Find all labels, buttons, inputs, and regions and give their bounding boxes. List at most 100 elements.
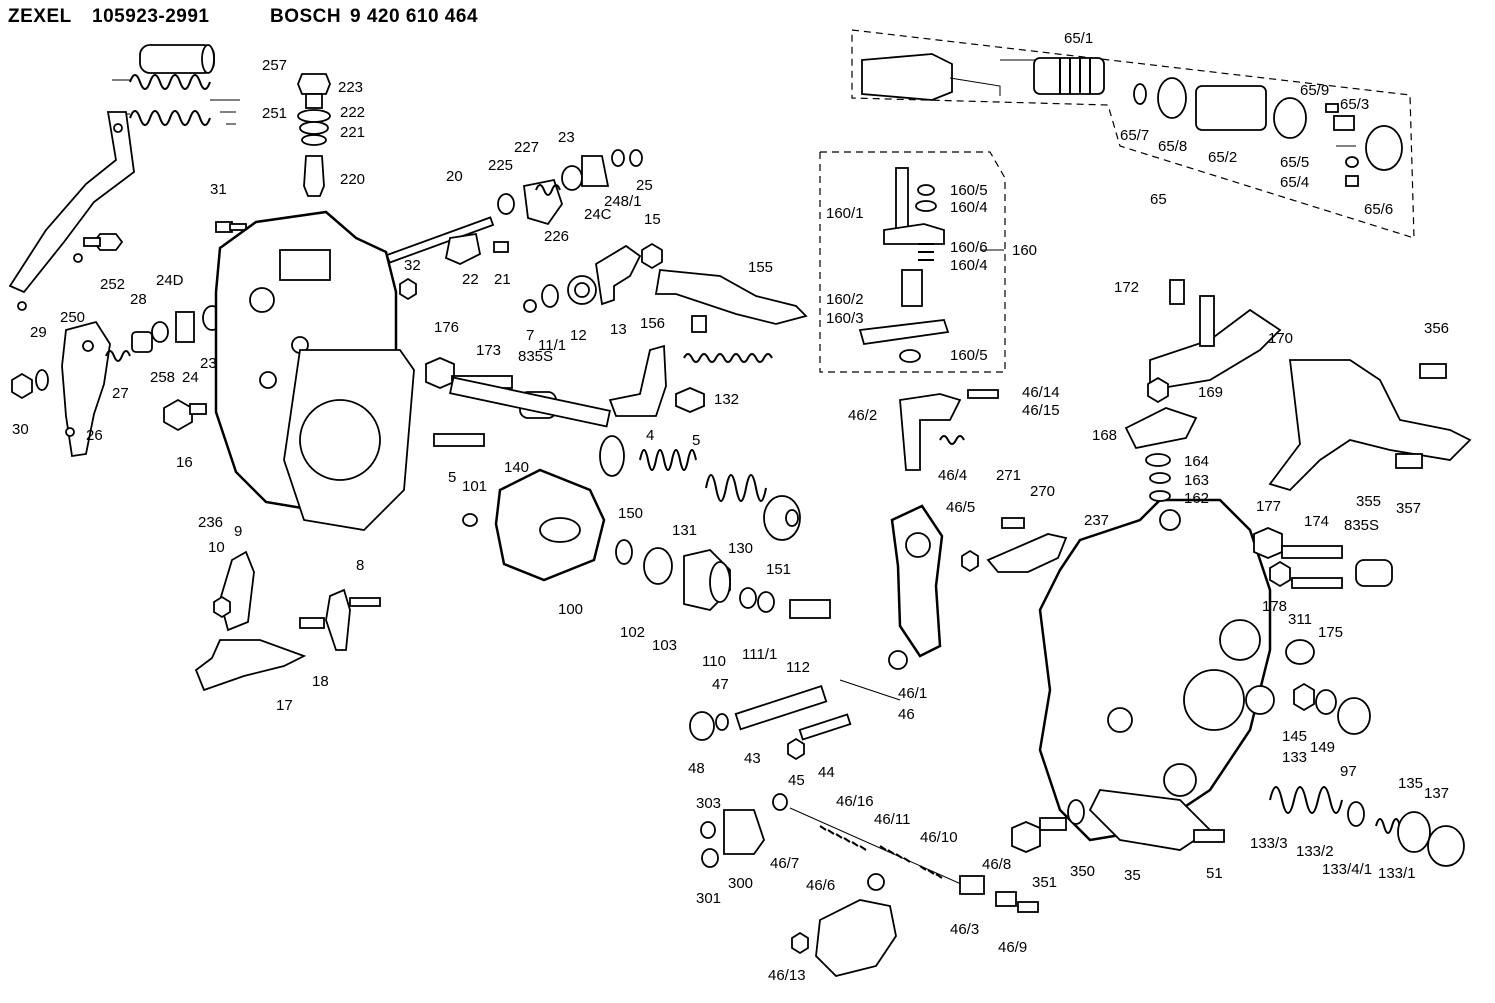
callout-label: 160/5 bbox=[950, 347, 988, 364]
part-9-bracket bbox=[219, 550, 255, 632]
callout-label: 225 bbox=[488, 157, 513, 174]
callout-label: 5 bbox=[692, 432, 700, 449]
callout-label: 111/1 bbox=[742, 646, 777, 663]
part-103-bearing bbox=[643, 547, 673, 585]
callout-label: 65/8 bbox=[1158, 138, 1187, 155]
callout-label: 236 bbox=[198, 514, 223, 531]
callout-label: 16 bbox=[176, 454, 193, 471]
part-250-lever bbox=[8, 111, 135, 311]
callout-label: 251 bbox=[262, 105, 287, 122]
callout-label: 30 bbox=[12, 421, 29, 438]
part-15-nut bbox=[641, 242, 663, 270]
callout-label: 46/3 bbox=[950, 921, 979, 938]
part-65-2-body bbox=[1195, 85, 1307, 139]
part-31-screw bbox=[215, 221, 247, 233]
callout-label: 100 bbox=[558, 601, 583, 618]
part-227-spring bbox=[535, 184, 561, 196]
part-21-screw bbox=[493, 241, 509, 253]
callout-label: 22 bbox=[462, 271, 479, 288]
callout-label: 160/5 bbox=[950, 182, 988, 199]
callout-label: 46/11 bbox=[874, 811, 910, 828]
part-350-washer bbox=[1067, 799, 1085, 825]
part-8-lever bbox=[325, 588, 381, 651]
assembly-160-boundary bbox=[819, 151, 1006, 373]
part-178-nut bbox=[1269, 560, 1291, 588]
callout-label: 45 bbox=[788, 772, 805, 789]
callout-label: 149 bbox=[1310, 739, 1335, 756]
part-4-bracket bbox=[608, 344, 667, 417]
part-301-washer bbox=[701, 848, 719, 868]
part-133-spring bbox=[1269, 786, 1343, 814]
callout-label: 24C bbox=[584, 206, 612, 223]
callout-label: 46/9 bbox=[998, 939, 1027, 956]
callout-label: 252 bbox=[100, 276, 125, 293]
callouts: 257 223 222 221 251 220 31 252 250 29 30… bbox=[12, 30, 1449, 984]
part-23-bushing-upper bbox=[561, 165, 583, 191]
callout-label: 351 bbox=[1032, 874, 1057, 891]
part-20-shaft bbox=[385, 216, 495, 264]
callout-label: 32 bbox=[404, 257, 421, 274]
part-102-washer bbox=[615, 539, 633, 565]
callout-label: 155 bbox=[748, 259, 773, 276]
callout-label: 355 bbox=[1356, 493, 1381, 510]
callout-label: 135 bbox=[1398, 775, 1423, 792]
callout-label: 65/9 bbox=[1300, 82, 1329, 99]
callout-label: 47 bbox=[712, 676, 729, 693]
callout-label: 17 bbox=[276, 697, 293, 714]
part-25-clip bbox=[629, 149, 643, 167]
callout-label: 65/5 bbox=[1280, 154, 1309, 171]
part-132-spring bbox=[683, 353, 773, 363]
callout-label: 46/1 bbox=[898, 685, 927, 702]
part-162-washer bbox=[1149, 490, 1171, 502]
callout-label: 10 bbox=[208, 539, 225, 556]
part-133-4-1-washer bbox=[1347, 801, 1365, 827]
callout-label: 160/4 bbox=[950, 199, 988, 216]
part-46-3-block bbox=[959, 875, 985, 895]
part-29-washer bbox=[35, 369, 49, 391]
part-5-bolt-middle bbox=[433, 433, 485, 447]
part-17-lever bbox=[194, 639, 307, 692]
part-46-6-nut bbox=[867, 873, 885, 891]
callout-label: 133/2 bbox=[1296, 843, 1334, 860]
callout-label: 46/4 bbox=[938, 467, 967, 484]
callout-label: 250 bbox=[60, 309, 85, 326]
part-155-lever bbox=[654, 269, 808, 325]
part-26-lever bbox=[61, 320, 111, 458]
part-160-1-lever bbox=[883, 167, 945, 245]
callout-label: 300 bbox=[728, 875, 753, 892]
part-835S-cap-right bbox=[1355, 559, 1393, 587]
part-12-spring bbox=[567, 275, 597, 305]
callout-label: 102 bbox=[620, 624, 645, 641]
callout-label: 35 bbox=[1124, 867, 1141, 884]
part-100-flyweights bbox=[494, 468, 606, 582]
callout-label: 163 bbox=[1184, 472, 1209, 489]
part-356-bolt bbox=[1419, 363, 1447, 379]
part-48-cap bbox=[689, 711, 715, 741]
part-174-screw bbox=[1281, 545, 1343, 559]
callout-label: 12 bbox=[570, 327, 587, 344]
callout-label: 357 bbox=[1396, 500, 1421, 517]
callout-label: 65/4 bbox=[1280, 174, 1309, 191]
callout-label: 21 bbox=[494, 271, 511, 288]
callout-label: 258 bbox=[150, 369, 175, 386]
callout-label: 177 bbox=[1256, 498, 1281, 515]
callout-label: 7 bbox=[526, 327, 534, 344]
part-355-bracket bbox=[1268, 359, 1472, 492]
part-149-washer bbox=[1315, 689, 1337, 715]
bosch-part-number: 9 420 610 464 bbox=[350, 6, 479, 27]
callout-label: 222 bbox=[340, 104, 365, 121]
callout-label: 160/6 bbox=[950, 239, 988, 256]
part-46-lower-housing-fragment bbox=[815, 899, 897, 977]
part-43-rod bbox=[734, 685, 828, 731]
callout-label: 46/15 bbox=[1022, 402, 1060, 419]
callout-label: 112 bbox=[786, 659, 810, 676]
part-13-lever bbox=[595, 244, 642, 306]
brand-zexel: ZEXEL bbox=[8, 6, 72, 27]
part-168-plate bbox=[1124, 407, 1198, 450]
callout-label: 172 bbox=[1114, 279, 1139, 296]
callout-label: 29 bbox=[30, 324, 47, 341]
part-175-screw bbox=[1291, 577, 1343, 589]
callout-label: 226 bbox=[544, 228, 569, 245]
part-357-bolt bbox=[1395, 453, 1423, 469]
